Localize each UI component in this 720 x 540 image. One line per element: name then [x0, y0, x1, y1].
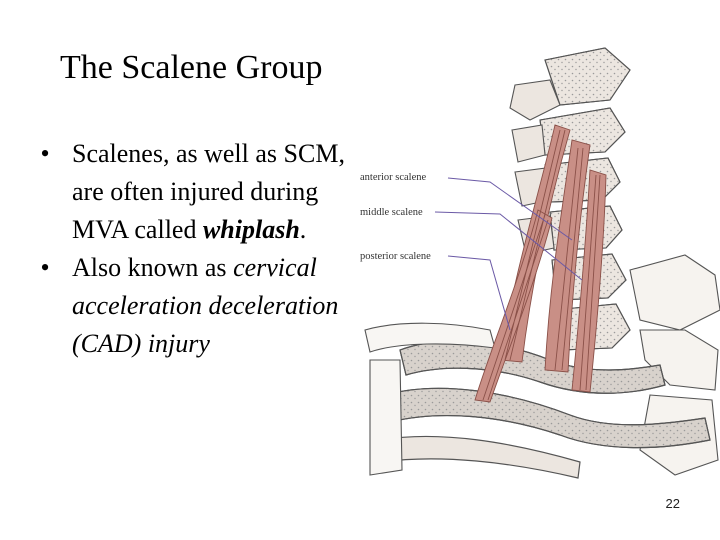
- bullet-marker: •: [40, 139, 50, 168]
- bullet-item-whiplash: • Scalenes, as well as SCM, are often inj…: [30, 135, 360, 249]
- label-middle-scalene: middle scalene: [360, 207, 423, 218]
- bullet-marker: •: [40, 253, 50, 282]
- scalene-anatomy-illustration: anterior scalene middle scalene posterio…: [340, 30, 720, 480]
- scalene-muscles: [474, 124, 607, 403]
- bullet-list: • Scalenes, as well as SCM, are often inj…: [30, 135, 360, 363]
- bullet-italic-cad: cervical acceleration deceleration (CAD)…: [72, 253, 339, 358]
- bullet-item-cad: • Also known as cervical acceleration dec…: [30, 249, 360, 363]
- label-leader-lines: [434, 177, 583, 331]
- bullet-emphasis-whiplash: whiplash: [202, 215, 300, 244]
- first-ribs: [379, 340, 711, 479]
- page-number: 22: [665, 496, 680, 511]
- bullet-text: Also known as: [72, 253, 234, 282]
- label-anterior-scalene: anterior scalene: [360, 172, 427, 183]
- slide-title: The Scalene Group: [60, 49, 323, 86]
- label-posterior-scalene: posterior scalene: [360, 251, 431, 262]
- bullet-text: Scalenes, as well as SCM, are often inju…: [72, 139, 345, 244]
- bullet-text-end: .: [299, 215, 307, 244]
- clavicle: [364, 322, 496, 476]
